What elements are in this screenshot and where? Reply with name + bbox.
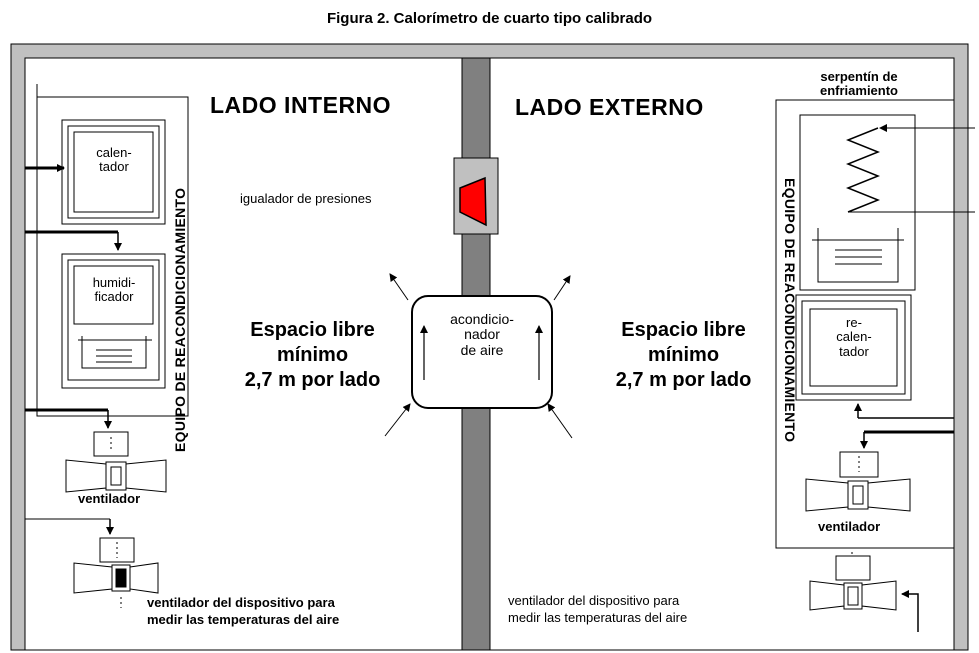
- inside-fan-label: ventilador: [78, 491, 141, 506]
- outside-fan-label: ventilador: [818, 519, 881, 534]
- air-conditioner-label: acondicio- nador de aire: [450, 311, 514, 358]
- outside-clearance-text: Espacio libre mínimo 2,7 m por lado: [615, 319, 752, 391]
- right-measuring-apparatus: [809, 552, 919, 632]
- left-measuring-apparatus: [25, 518, 159, 608]
- air-conditioner-unit: [384, 273, 573, 439]
- inside-measure-fan-label: ventilador del dispositivo para medir la…: [147, 595, 340, 627]
- outside-equipment-label: EQUIPO DE REACONDICIONAMIENTO: [782, 178, 798, 443]
- outside-measure-fan-label: ventilador del dispositivo para medir la…: [508, 593, 688, 625]
- reheater-label: re- calen- tador: [836, 315, 872, 359]
- humidifier-label: humidi- ficador: [92, 275, 136, 305]
- cooling-coil-label: serpentín de enfriamiento: [819, 69, 898, 99]
- left-reconditioning-equipment: [25, 84, 189, 493]
- right-reconditioning-equipment: [775, 99, 975, 549]
- outside-side-label: LADO EXTERNO: [515, 94, 704, 120]
- pressure-equalizer-label: igualador de presiones: [240, 191, 372, 206]
- pressure-equalizer: [453, 157, 499, 235]
- inside-equipment-label: EQUIPO DE REACONDICIONAMIENTO: [172, 187, 188, 452]
- figure-title: Figura 2. Calorímetro de cuarto tipo cal…: [326, 10, 653, 27]
- heater-label: calen- tador: [96, 145, 132, 175]
- inside-clearance-text: Espacio libre mínimo 2,7 m por lado: [244, 319, 381, 391]
- inside-side-label: LADO INTERNO: [210, 92, 392, 118]
